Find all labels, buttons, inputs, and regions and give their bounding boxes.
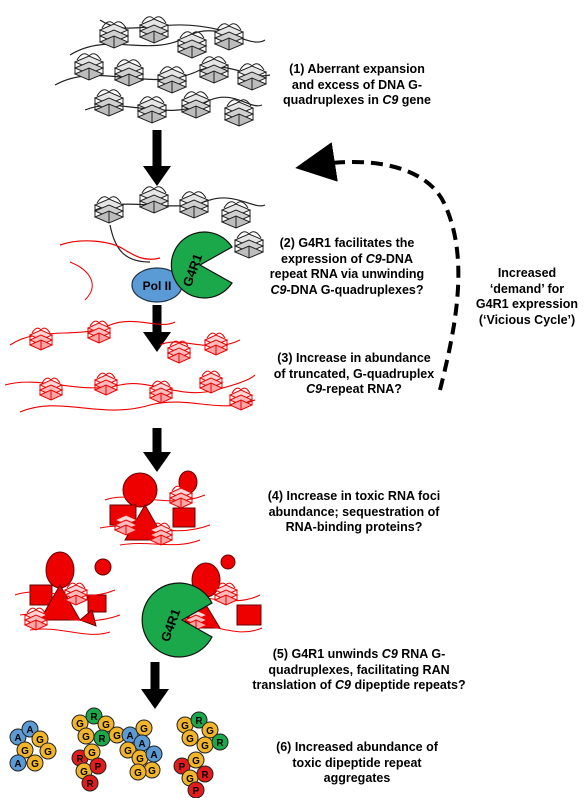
dipeptide-letter: R (90, 712, 98, 723)
step-2-line: expression of C9-DNA (281, 251, 413, 266)
step-3-line: of truncated, G-quadruplex (273, 366, 435, 381)
vicious-cycle-line: (‘Vicious Cycle’) (478, 312, 576, 327)
dipeptide-letter: A (126, 731, 133, 742)
dipeptide-bead (81, 774, 99, 792)
dipeptide-bead (190, 711, 208, 729)
vicious-cycle-arrow (295, 142, 461, 391)
dipeptide-letter: R (98, 734, 106, 745)
dipeptide-letter: G (186, 774, 194, 785)
dipeptide-letter: R (201, 770, 209, 781)
dipeptide-bead (187, 781, 205, 798)
step-4-line: abundance; sequestration of (268, 504, 440, 519)
step-1-line: quadruplexes in C9 gene (283, 93, 431, 107)
dipeptide-letter: G (134, 768, 142, 779)
step-6-line: aggregates (323, 771, 391, 785)
step-3-line: C9-repeat RNA? (306, 382, 402, 396)
dipeptide-letter: P (95, 762, 102, 773)
dipeptide-letter: G (181, 721, 189, 732)
dipeptide-letter: G (136, 754, 144, 765)
dipeptide-bead (9, 754, 27, 772)
g4r1-protein (170, 231, 233, 299)
dipeptide-bead (187, 751, 205, 769)
dipeptide-bead (201, 721, 219, 739)
dipeptide-letter: G (192, 756, 200, 767)
step-5-line: (5) G4R1 unwinds C9 RNA G- (272, 647, 446, 661)
dipeptide-letter: P (193, 786, 200, 797)
step-4-line: RNA-binding proteins? (285, 520, 423, 534)
dipeptide-letter: A (14, 733, 21, 744)
dipeptide-letter: G (76, 719, 84, 730)
pol-ii-label: Pol II (143, 279, 172, 293)
dipeptide-bead (16, 741, 34, 759)
dipeptide-bead (181, 729, 199, 747)
rna-foci-right (174, 554, 263, 633)
dna-g-quadruplex-cluster (54, 16, 271, 127)
dipeptide-letter: G (88, 748, 96, 759)
rna-g-quadruplex-strands (4, 320, 256, 413)
transcription-complex (59, 186, 266, 303)
step-5-line: quadruplexes, facilitating RAN (268, 662, 450, 677)
dipeptide-bead (89, 757, 107, 775)
vicious-cycle-line: G4R1 expression (475, 297, 579, 311)
dipeptide-letter: G (21, 746, 29, 757)
dipeptide-letter: G (201, 741, 209, 752)
dipeptide-letter: R (195, 716, 203, 727)
dipeptide-letter: P (179, 762, 186, 773)
step-1-line: (1) Aberrant expansion (289, 62, 425, 76)
step-2-line: (2) G4R1 facilitates the (279, 236, 415, 250)
dipeptide-letter: G (148, 766, 156, 777)
dipeptide-bead (196, 765, 214, 783)
dipeptide-bead (119, 741, 137, 759)
dipeptide-letter: R (76, 754, 84, 765)
dipeptide-letter: G (44, 747, 52, 758)
dipeptide-letter: G (113, 731, 121, 742)
step-6-line: (6) Increased abundance of (276, 740, 438, 754)
step-2-line: C9-DNA G-quadruplexes? (270, 282, 424, 297)
dipeptide-bead (129, 763, 147, 781)
step-4-line: (4) Increase in toxic RNA foci (267, 489, 441, 503)
dipeptide-letter: A (26, 725, 33, 736)
vicious-cycle-line: ‘demand’ for (489, 281, 565, 296)
dipeptide-letter: G (36, 735, 44, 746)
g4r1-protein-bottom (141, 582, 213, 658)
step-2-line: repeat RNA via unwinding (269, 267, 425, 281)
dipeptide-letter: R (216, 738, 224, 749)
step-3-line: (3) Increase in abundance (277, 351, 431, 365)
step-5-line: translation of C9 dipeptide repeats? (252, 678, 466, 692)
dipeptide-bead (26, 754, 44, 772)
dipeptide-letter: A (150, 750, 157, 761)
step-6-line: toxic dipeptide repeat (292, 755, 422, 770)
vicious-cycle-line: Increased (497, 266, 557, 280)
dipeptide-letter: G (31, 759, 39, 770)
dipeptide-letter: G (206, 726, 214, 737)
rna-foci-top (99, 470, 211, 546)
dipeptide-letter: G (140, 724, 148, 735)
dipeptide-letter: A (14, 759, 21, 770)
dipeptide-bead (85, 707, 103, 725)
rna-foci-left (14, 551, 121, 635)
dipeptide-letter: A (138, 739, 145, 750)
dipeptide-letter: G (102, 720, 110, 731)
dipeptide-bead (31, 730, 49, 748)
step-1-line: and excess of DNA G- (291, 77, 423, 92)
dipeptide-letter: G (124, 746, 132, 757)
dipeptide-letter: G (80, 767, 88, 778)
dipeptide-letter: G (186, 734, 194, 745)
dipeptide-bead (39, 742, 57, 760)
dipeptide-bead (211, 733, 229, 751)
dipeptide-letter: G (82, 732, 90, 743)
dipeptide-letter: R (86, 779, 94, 790)
step-5-text: (5) G4R1 unwinds C9 RNA G-quadruplexes, … (234, 647, 484, 694)
dipeptide-bead (9, 728, 27, 746)
